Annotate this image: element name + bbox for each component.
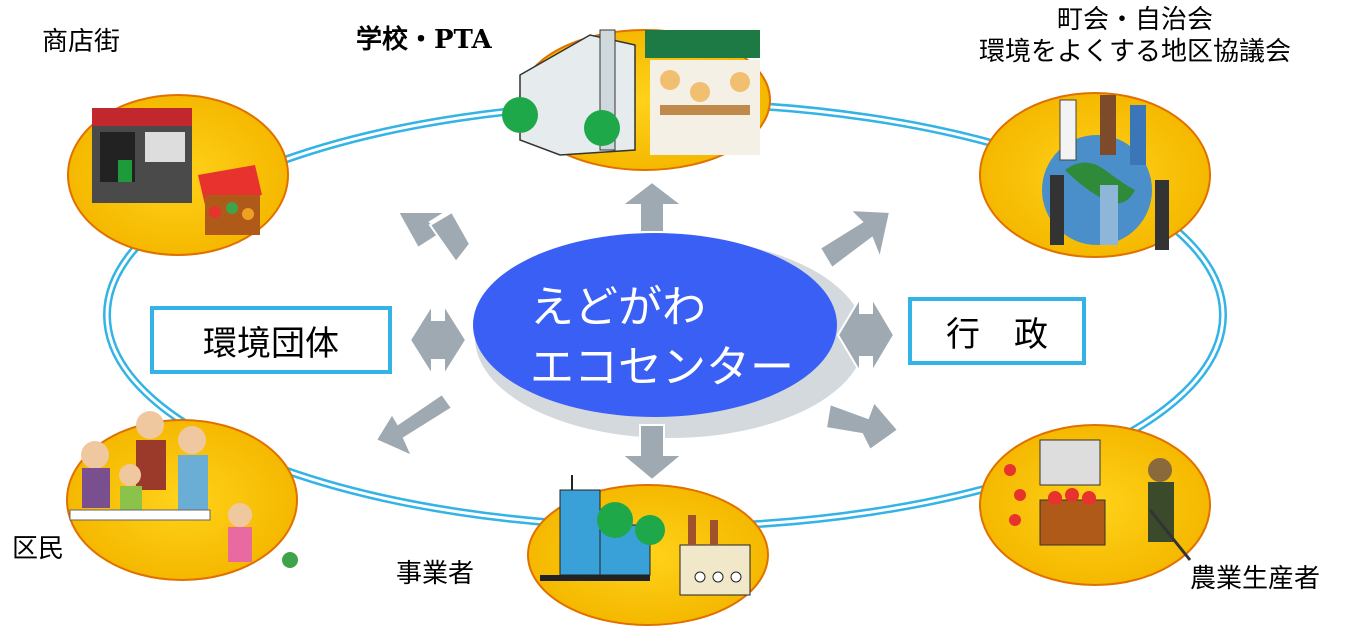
label-shopping-street: 商店街: [42, 27, 121, 57]
box-environmental-groups-label: 環境団体: [203, 323, 339, 364]
arrow-lower-left: [374, 392, 454, 458]
center-title-line2: エコセンター: [530, 342, 794, 393]
label-town-assoc-line1: 町会・自治会: [1056, 5, 1213, 35]
arrow-upper-right: [818, 208, 892, 270]
center-ellipse: [473, 233, 837, 417]
arrow-left-double: [408, 301, 468, 379]
school-clipart: [502, 29, 760, 156]
arrow-up: [619, 180, 685, 233]
box-government-label: 行 政: [946, 314, 1048, 355]
label-business: 事業者: [396, 559, 475, 589]
center-title-line1: えどがわ: [530, 282, 706, 333]
residents-clipart: [69, 411, 298, 568]
box-government: 行 政: [908, 297, 1086, 365]
box-environmental-groups: 環境団体: [150, 306, 392, 374]
arrow-lower-right: [824, 400, 900, 452]
label-school: 学校・PTA: [356, 25, 492, 55]
label-town-assoc-line2: 環境をよくする地区協議会: [978, 37, 1291, 67]
business-clipart: [540, 475, 751, 596]
arrows: [374, 180, 900, 482]
label-farmers: 農業生産者: [1190, 564, 1321, 594]
town-clipart: [1042, 95, 1169, 250]
farm-clipart: [1004, 439, 1192, 561]
arrow-down: [619, 424, 685, 482]
label-residents: 区民: [12, 534, 65, 564]
arrow-upper-left-body: [428, 210, 472, 264]
arrow-right-double: [836, 294, 896, 376]
shop-clipart: [92, 108, 262, 235]
